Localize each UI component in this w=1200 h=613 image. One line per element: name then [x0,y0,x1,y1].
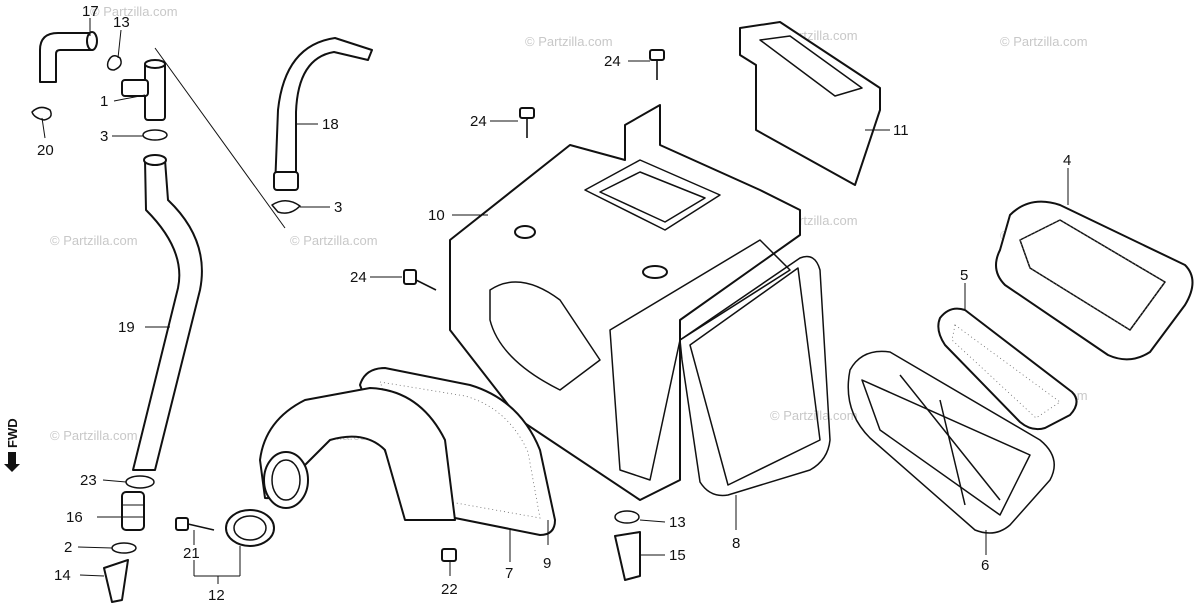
callout-24: 24 [470,113,487,130]
part-17-hose-end [86,31,98,51]
part-3-clip-upper [142,129,168,141]
part-24-bolt-side [403,269,437,291]
callout-24: 24 [604,53,621,70]
callouts: 17 13 1 3 20 18 3 24 24 24 10 11 4 5 19 … [37,3,1071,604]
part-11-element-cover [739,21,881,186]
callout-15: 15 [669,547,686,564]
part-4-filter-mesh [1019,219,1166,331]
part-13-clip [106,55,122,71]
part-18-hose [274,37,373,189]
part-10-case-top-vent-inner [599,171,706,223]
watermark: © Partzilla.com [1000,34,1088,49]
part-21-bolt [175,517,215,531]
watermark: © Partzilla.com [525,34,613,49]
part-19-hose-top [143,154,167,166]
callout-1: 1 [100,93,108,110]
part-12-band-inner [233,515,267,541]
callout-3: 3 [334,199,342,216]
callout-16: 16 [66,509,83,526]
callout-11: 11 [893,122,909,139]
callout-23: 23 [80,472,97,489]
part-6-holder-frame [861,379,1031,516]
callout-17: 17 [82,3,99,20]
part-20-clip [31,106,52,121]
callout-3: 3 [100,128,108,145]
callout-20: 20 [37,142,54,159]
callout-5: 5 [960,267,968,284]
part-7-duct-mouth [263,451,309,509]
fwd-arrow: FWD [4,418,20,472]
part-7-duct-mouth-inner [271,459,301,501]
callout-4: 4 [1063,152,1071,169]
part-17-hose-elbow [39,32,93,83]
part-3-clip-lower [271,200,301,214]
watermark: © Partzilla.com [290,233,378,248]
part-23-clip [125,475,155,489]
part-19-hose [132,159,203,471]
callout-6: 6 [981,557,989,574]
part-2-clip [111,542,137,554]
part-1-t-joint-branch [121,79,149,97]
callout-13: 13 [669,514,686,531]
callout-19: 19 [118,319,135,336]
part-5-screen [937,307,1078,431]
part-1-t-joint-top [144,59,166,69]
callout-7: 7 [505,565,513,582]
part-16-joint [121,491,145,531]
part-24-bolt-middle [519,107,535,138]
callout-22: 22 [441,581,458,598]
assembly-line [154,47,286,229]
callout-2: 2 [64,539,72,556]
part-13-clip-lower [614,510,640,524]
part-6-holder-rib [899,374,1001,501]
part-24-bolt-top [649,49,665,80]
part-4-filter-element [995,200,1194,361]
part-10-case-boss [514,225,536,239]
callout-12: 12 [208,587,225,604]
part-14-drain-plug [103,559,129,603]
part-15-drain-plug [614,531,641,581]
watermark: © Partzilla.com [90,4,178,19]
part-8-gasket [679,255,831,497]
watermark: © Partzilla.com [50,428,138,443]
watermark: © Partzilla.com [50,233,138,248]
part-10-case-top-vent [584,159,721,231]
callout-14: 14 [54,567,71,584]
callout-24: 24 [350,269,367,286]
part-10-air-cleaner-case [449,104,801,501]
leader-lines [41,18,1069,584]
part-6-element-holder [847,350,1055,534]
callout-21: 21 [183,545,200,562]
callout-8: 8 [732,535,740,552]
part-10-case-opening [489,281,601,391]
callout-9: 9 [543,555,551,572]
callout-10: 10 [428,207,445,224]
part-22-nut [441,548,457,562]
watermark: © Partzilla.com [770,408,858,423]
part-12-band [225,509,275,547]
part-18-hose-end [273,171,299,191]
part-10-case-boss [642,265,668,279]
part-11-cover-slot [759,35,863,97]
part-6-holder-rib [939,399,966,506]
part-8-gasket-inner [689,267,821,486]
callout-18: 18 [322,116,339,133]
callout-13: 13 [113,14,130,31]
fwd-label: FWD [5,418,20,448]
